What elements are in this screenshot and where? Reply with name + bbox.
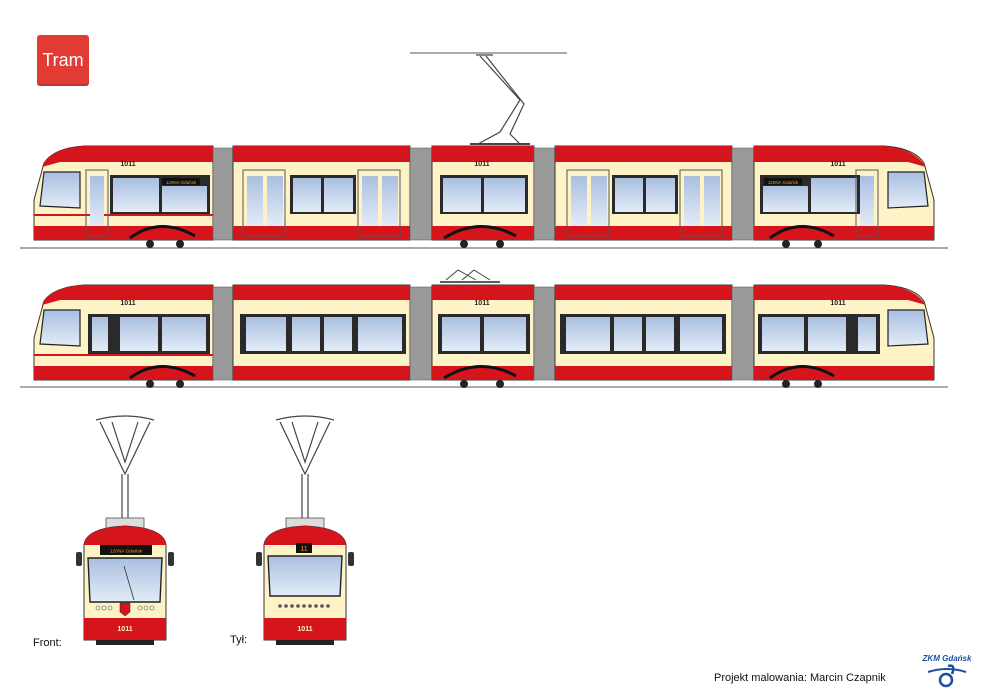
front-view: 120NA Gdańsk 1011	[76, 415, 174, 645]
side-b-fleet-number-right: 1011	[830, 300, 845, 307]
rear-route-number: 11	[300, 546, 307, 553]
side-a-dest-text-right: 120NA Gdańsk	[768, 180, 799, 185]
side-view-b: 1011 1011 1011	[20, 269, 948, 388]
side-a-body	[33, 145, 935, 248]
side-b-body	[33, 284, 935, 388]
rear-route-sign	[296, 543, 312, 553]
zkm-logo-icon	[927, 664, 967, 688]
side-b-fleet-number-left: 1011	[120, 300, 135, 307]
side-a-fleet-number-left: 1011	[120, 161, 135, 168]
zkm-logo-text: ZKM Gdańsk	[922, 654, 972, 663]
side-b-fleet-number-mid: 1011	[474, 300, 489, 307]
tram-badge: Tram	[37, 35, 89, 86]
design-credit: Projekt malowania: Marcin Czapnik	[714, 672, 886, 684]
rear-fleet-number: 1011	[297, 626, 312, 633]
tram-badge-label: Tram	[42, 50, 84, 70]
side-a-dest-sign-left	[162, 178, 200, 185]
side-b-pantograph	[440, 269, 500, 283]
front-dest-sign	[100, 545, 152, 555]
side-a-pantograph	[410, 52, 567, 145]
front-fleet-number: 1011	[117, 626, 132, 633]
gdansk-crest-icon	[119, 602, 131, 617]
front-pantograph	[95, 415, 155, 518]
zkm-logo: ZKM Gdańsk	[922, 654, 972, 688]
side-view-a: 1011 1011 1011 120NA Gdańsk 120NA Gdańsk	[20, 52, 948, 249]
rear-pantograph	[275, 415, 335, 518]
side-a-dest-sign-right	[764, 178, 802, 185]
side-a-fleet-number-mid: 1011	[474, 161, 489, 168]
front-view-label: Front:	[33, 637, 62, 649]
rear-view-label: Tył:	[230, 634, 248, 646]
rear-view: 11 1011	[256, 415, 354, 645]
side-a-dest-text-left: 120NA Gdańsk	[166, 180, 197, 185]
front-dest-text: 120NA Gdańsk	[110, 549, 143, 555]
side-a-fleet-number-right: 1011	[830, 161, 845, 168]
